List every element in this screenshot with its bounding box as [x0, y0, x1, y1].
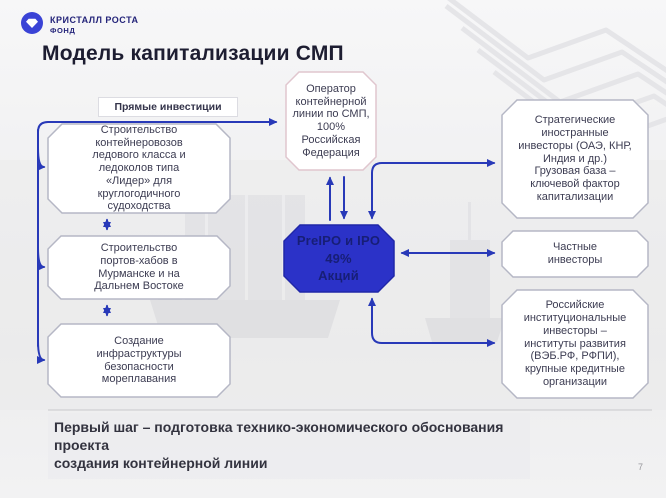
- box-ipo-shape: [283, 224, 395, 293]
- box-private-shape: [501, 230, 649, 278]
- box-strategic-shape: [501, 99, 649, 219]
- arrow-into-ports: [36, 247, 46, 271]
- crystal-icon: [26, 18, 38, 28]
- brand-subtitle: ФОНД: [50, 26, 76, 35]
- diagram-boxes: [47, 71, 649, 399]
- arrow-into-shipbuilding: [36, 147, 46, 171]
- box-institutional-shape: [501, 289, 649, 399]
- brand-logo: [21, 12, 43, 34]
- arrow-strategic-loop: [368, 159, 496, 220]
- box-strategic-investors: Стратегические иностранные инвесторы (ОА…: [518, 114, 632, 203]
- brand-name: КРИСТАЛЛ РОСТА: [50, 15, 139, 25]
- box-safety-infra: Создание инфраструктуры безопасности мор…: [96, 335, 182, 386]
- diagram-connectors: [36, 118, 496, 364]
- box-safety-shape: [47, 323, 231, 398]
- box-shipbuilding-shape: [47, 123, 231, 214]
- label-direct-investments: Прямые инвестиции: [98, 97, 238, 117]
- page-title: Модель капитализации СМП: [42, 42, 344, 65]
- box-preipo: PreIPO и IPO 49% Акций: [296, 233, 381, 284]
- box-ports-shape: [47, 235, 231, 300]
- page-number: 7: [638, 462, 644, 472]
- arrow-into-safety: [36, 340, 46, 364]
- arrow-institutional-loop: [368, 297, 496, 347]
- box-operator: Оператор контейнерной линии по СМП, 100%…: [292, 82, 370, 159]
- footer-note: Первый шаг – подготовка технико-экономич…: [48, 413, 530, 479]
- box-institutional-investors: Российские институциональные инвесторы –…: [523, 299, 627, 388]
- box-shipbuilding: Строительство контейнеровозов ледового к…: [92, 123, 186, 213]
- box-operator-shape: [285, 71, 377, 171]
- box-ports: Строительство портов-хабов в Мурманске и…: [94, 242, 184, 293]
- box-private-investors: Частные инвесторы: [547, 241, 603, 266]
